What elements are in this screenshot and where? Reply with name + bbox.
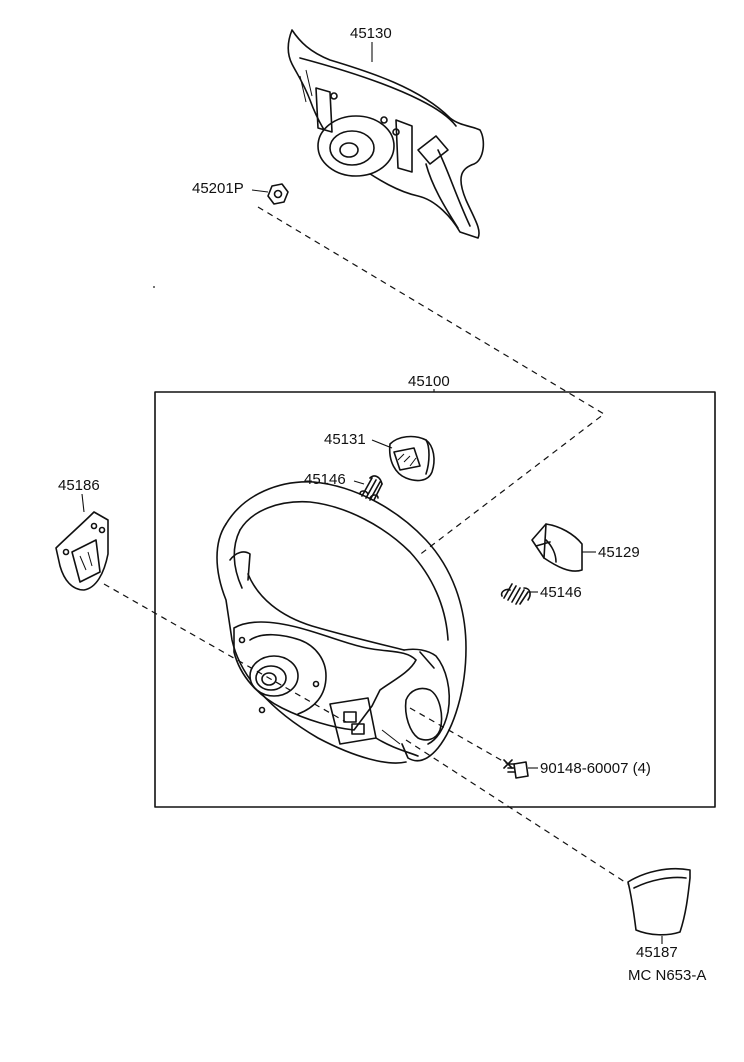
screw-drawing xyxy=(503,759,529,779)
stray-dot xyxy=(153,286,155,288)
assembly-line-lower-cover xyxy=(405,739,629,885)
label-left-cover: 45186 xyxy=(58,477,100,494)
label-wheel-assembly: 45100 xyxy=(408,373,450,390)
diagram-code: MC N653-A xyxy=(628,967,706,984)
label-nut: 45201P xyxy=(192,180,244,197)
wheel-assembly-box xyxy=(154,391,716,808)
label-screw: 90148-60007 (4) xyxy=(540,760,651,777)
label-right-cover: 45129 xyxy=(598,544,640,561)
steering-wheel-drawing xyxy=(216,481,467,764)
label-upper-cover: 45131 xyxy=(324,431,366,448)
assembly-line-screw xyxy=(409,707,509,765)
airbag-pad-drawing xyxy=(287,29,485,239)
label-left-spring: 45146 xyxy=(304,471,346,488)
label-right-spring: 45146 xyxy=(540,584,582,601)
leader-left-cover xyxy=(81,493,85,513)
nut-drawing xyxy=(267,183,289,205)
left-spring-drawing xyxy=(359,475,383,501)
label-lower-cover: 45187 xyxy=(636,944,678,961)
leader-upper-cover xyxy=(371,439,393,449)
upper-cover-drawing xyxy=(388,435,435,482)
right-cover-drawing xyxy=(531,523,583,572)
lower-cover-drawing xyxy=(627,867,691,936)
assembly-line-nut xyxy=(257,206,606,557)
label-airbag-pad: 45130 xyxy=(350,25,392,42)
assembly-line-left-cover xyxy=(103,583,347,723)
leader-left-spring xyxy=(353,480,365,485)
right-spring-drawing xyxy=(500,583,531,605)
left-cover-drawing xyxy=(55,511,109,591)
leader-nut xyxy=(251,189,269,193)
